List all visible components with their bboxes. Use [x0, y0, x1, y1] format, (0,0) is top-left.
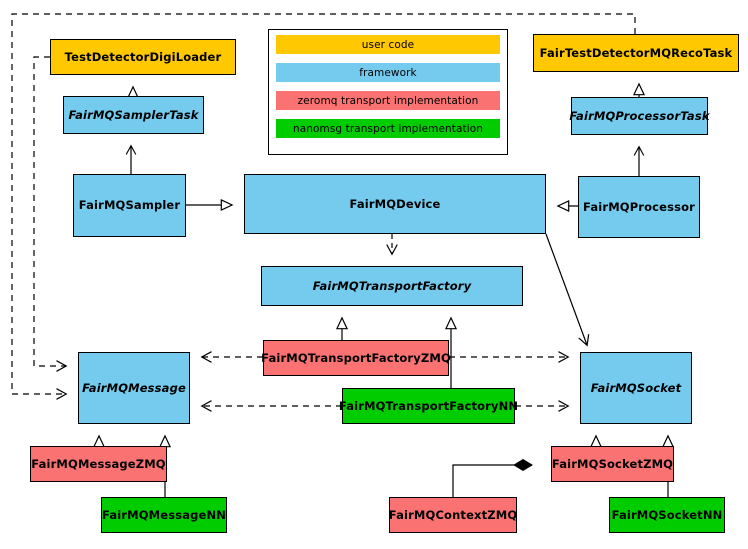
- legend-item-0: user code: [276, 35, 500, 54]
- class-node-fairmqsocketnn[interactable]: FairMQSocketNN: [609, 497, 725, 533]
- edge-digiloader-message: [33, 56, 66, 366]
- class-node-fairmqprocessortask[interactable]: FairMQProcessorTask: [569, 97, 709, 135]
- class-node-fairmqsocket[interactable]: FairMQSocket: [580, 352, 692, 424]
- edge-contextzmq-socketzmq: [452, 459, 533, 497]
- legend-item-1: framework: [276, 63, 500, 82]
- class-node-fairmqmessagenn[interactable]: FairMQMessageNN: [101, 497, 227, 533]
- class-node-fairmqcontextzmq[interactable]: FairMQContextZMQ: [389, 497, 517, 533]
- class-node-testdetectordigiloader[interactable]: TestDetectorDigiLoader: [50, 39, 236, 75]
- class-node-fairtestdetectormqrecotask[interactable]: FairTestDetectorMQRecoTask: [533, 34, 739, 72]
- class-node-fairmqsocketzmq[interactable]: FairMQSocketZMQ: [551, 446, 674, 482]
- class-node-fairmqmessagezmq[interactable]: FairMQMessageZMQ: [30, 446, 167, 482]
- legend-item-2: zeromq transport implementation: [276, 91, 500, 110]
- legend-item-3: nanomsg transport implementation: [276, 119, 500, 138]
- class-node-fairmqmessage[interactable]: FairMQMessage: [78, 352, 190, 424]
- class-node-fairmqtransportfactoryzmq[interactable]: FairMQTransportFactoryZMQ: [261, 340, 451, 376]
- class-node-fairmqsampler[interactable]: FairMQSampler: [73, 174, 186, 237]
- class-node-fairmqsamplertask[interactable]: FairMQSamplerTask: [63, 96, 204, 134]
- class-node-fairmqtransportfactory[interactable]: FairMQTransportFactory: [261, 266, 523, 306]
- edge-device-socket: [545, 233, 587, 345]
- class-node-fairmqtransportfactorynn[interactable]: FairMQTransportFactoryNN: [339, 388, 518, 424]
- class-node-fairmqprocessor[interactable]: FairMQProcessor: [578, 176, 700, 238]
- class-node-fairmqdevice[interactable]: FairMQDevice: [244, 174, 546, 234]
